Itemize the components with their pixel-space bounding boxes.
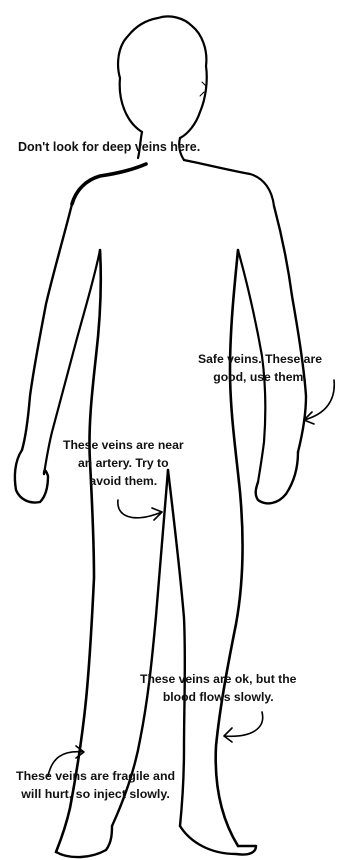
fragile-veins-line-1: These veins are fragile and (16, 767, 175, 785)
torso-left-leg-outer (56, 250, 101, 852)
fragile-veins-annotation: These veins are fragile and will hurt, s… (16, 767, 175, 803)
shoulder-right (184, 160, 274, 206)
torso-right-leg-outer (216, 250, 243, 846)
shoulder-left (72, 164, 146, 204)
right-arm-outer (274, 206, 306, 452)
artery-arrow (118, 500, 162, 520)
slow-blood-arrow (224, 712, 263, 742)
slow-blood-line-2: blood flows slowly. (140, 688, 296, 706)
neck-annotation: Don't look for deep veins here. (18, 138, 200, 156)
artery-annotation: These veins are near an artery. Try to a… (63, 436, 184, 490)
safe-veins-annotation: Safe veins. These are good, use them. (198, 350, 322, 386)
left-arm-outer (22, 204, 72, 450)
artery-line-2: an artery. Try to (63, 454, 184, 472)
safe-veins-line-1: Safe veins. These are (198, 350, 322, 368)
safe-veins-arrow (304, 380, 334, 424)
fragile-veins-line-2: will hurt, so inject slowly. (16, 785, 175, 803)
slow-blood-annotation: These veins are ok, but the blood flows … (140, 670, 296, 706)
artery-line-1: These veins are near (63, 436, 184, 454)
neck-annotation-text: Don't look for deep veins here. (18, 138, 200, 156)
head-outline (118, 16, 207, 138)
safe-veins-line-2: good, use them. (198, 368, 322, 386)
artery-line-3: avoid them. (63, 472, 184, 490)
right-foot (180, 826, 256, 855)
slow-blood-line-1: These veins are ok, but the (140, 670, 296, 688)
left-hand (15, 450, 48, 503)
